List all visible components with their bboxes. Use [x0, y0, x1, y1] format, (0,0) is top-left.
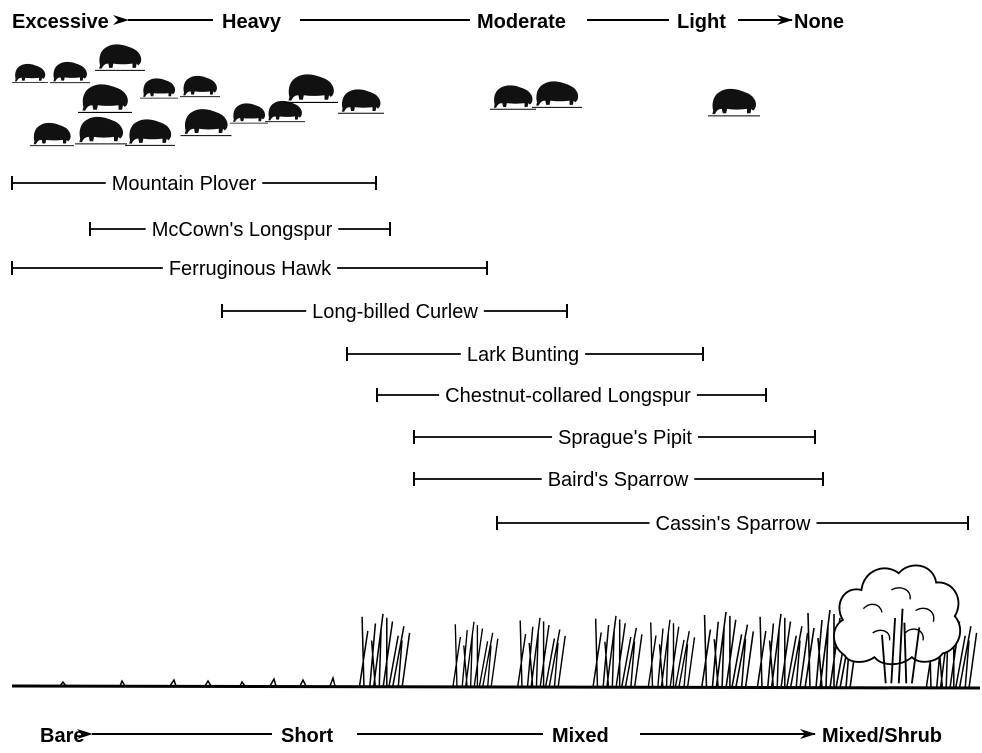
bison-icon: [125, 118, 175, 146]
bird-range: Baird's Sparrow: [413, 469, 824, 491]
bird-range-label: Cassin's Sparrow: [656, 513, 812, 535]
vegetation-label-mixed-shrub: Mixed/Shrub: [822, 725, 942, 747]
bird-range: Lark Bunting: [346, 344, 704, 366]
bison-icon: [140, 78, 178, 99]
bird-range-label: Mountain Plover: [112, 173, 257, 195]
grazing-label-excessive: Excessive: [12, 11, 109, 33]
grazing-label-moderate: Moderate: [477, 11, 566, 33]
bison-icon: [12, 63, 48, 83]
vegetation-label-bare: Bare: [40, 725, 84, 747]
bird-range-label: Sprague's Pipit: [558, 427, 692, 449]
bison-icon: [230, 103, 268, 124]
bison-icon: [490, 84, 536, 110]
bison-icon: [532, 80, 582, 108]
bison-icon: [30, 122, 74, 147]
bison-icon: [78, 83, 132, 113]
bird-range: Sprague's Pipit: [413, 427, 816, 449]
bird-range-label: Baird's Sparrow: [548, 469, 689, 491]
bison-icon: [180, 75, 220, 98]
vegetation-strip: [11, 564, 981, 690]
bird-range: Ferruginous Hawk: [11, 258, 488, 280]
bird-range: McCown's Longspur: [89, 219, 391, 241]
bird-range: Mountain Plover: [11, 173, 377, 195]
bison-icon: [265, 100, 305, 123]
sparse-ground-cover: [59, 675, 336, 687]
bird-range: Cassin's Sparrow: [496, 513, 969, 535]
bison-icon: [338, 88, 384, 114]
bird-range-label: Chestnut-collared Longspur: [445, 385, 691, 407]
bison-icon: [95, 43, 145, 71]
bison-icon: [708, 88, 760, 117]
bison-icon: [75, 116, 127, 145]
bird-range-label: Lark Bunting: [467, 344, 579, 366]
grazing-label-heavy: Heavy: [222, 11, 282, 33]
bison-icon: [180, 108, 232, 137]
bird-range: Chestnut-collared Longspur: [376, 385, 767, 407]
bird-range-label: Long-billed Curlew: [312, 301, 478, 323]
bird-range-label: McCown's Longspur: [152, 219, 333, 241]
vegetation-label-short: Short: [281, 725, 334, 747]
bird-range-label: Ferruginous Hawk: [169, 258, 332, 280]
grazing-intensity-scale: Excessive Heavy Moderate Light None: [12, 11, 844, 33]
bird-range: Long-billed Curlew: [221, 301, 568, 323]
bison-icon: [50, 61, 90, 84]
vegetation-label-mixed: Mixed: [552, 725, 609, 747]
grazing-label-none: None: [794, 11, 844, 33]
vegetation-height-scale: Bare Short Mixed Mixed/Shrub: [40, 725, 942, 747]
bison-herd: [12, 43, 760, 147]
grazing-label-light: Light: [677, 11, 726, 33]
ground-line: [11, 684, 981, 690]
bison-icon: [284, 73, 338, 103]
